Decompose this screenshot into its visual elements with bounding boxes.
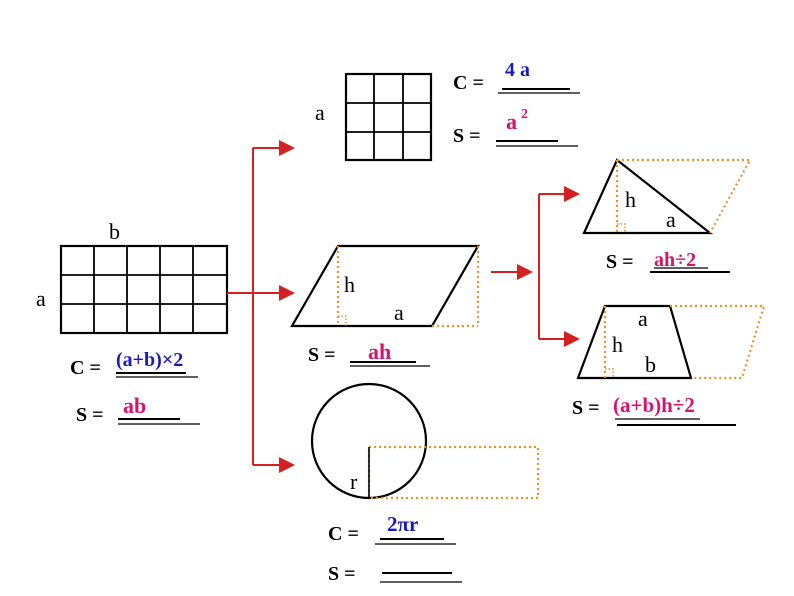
branch-arrows-left xyxy=(227,140,295,473)
trapezoid-shape xyxy=(576,304,693,380)
rectangle-side-a: a xyxy=(36,286,46,311)
square-grid xyxy=(346,74,431,160)
square-side-label: a xyxy=(315,100,325,125)
circle-perimeter-answer: 2πr xyxy=(387,512,418,536)
trapezoid-bottom-label: b xyxy=(645,352,656,377)
rectangle-side-b: b xyxy=(109,219,120,244)
rectangle-shape xyxy=(59,244,229,335)
circle-radius-label: r xyxy=(350,469,358,494)
trapezoid-height-label: h xyxy=(612,332,623,357)
circle-area-prefix: S = xyxy=(328,563,356,585)
trapezoid-area-answer: (a+b)h÷2 xyxy=(613,393,695,417)
parallelogram-area-prefix: S = xyxy=(308,344,336,366)
square-area-answer-exp: 2 xyxy=(521,107,528,122)
square-group: a C = 4 a S = a 2 xyxy=(315,59,580,162)
circle-rectangle-dotted xyxy=(367,445,540,500)
trapezoid-group: a h b S = (a+b)h÷2 xyxy=(572,304,766,426)
rectangle-area-answer: ab xyxy=(123,393,146,418)
rectangle-perimeter-answer: (a+b)×2 xyxy=(116,349,183,371)
triangle-area-answer: ah÷2 xyxy=(654,249,696,271)
parallelogram-shape xyxy=(290,244,480,328)
parallelogram-group: h a S = ah xyxy=(290,244,480,367)
square-area-answer-base: a xyxy=(506,109,517,134)
square-shape xyxy=(344,72,433,162)
rectangle-area-prefix: S = xyxy=(76,404,104,426)
rectangle-perimeter-prefix: C = xyxy=(70,357,101,379)
triangle-area-prefix: S = xyxy=(606,251,634,273)
parallelogram-area-answer: ah xyxy=(368,339,391,364)
trapezoid-top-label: a xyxy=(638,306,648,331)
square-perimeter-prefix: C = xyxy=(453,72,484,94)
triangle-group: h a S = ah÷2 xyxy=(582,158,752,273)
triangle-height-label: h xyxy=(625,187,636,212)
triangle-base-label: a xyxy=(666,207,676,232)
trapezoid-area-prefix: S = xyxy=(572,397,600,419)
circle-perimeter-prefix: C = xyxy=(328,523,359,545)
parallelogram-base-label: a xyxy=(394,300,404,325)
rectangle-grid xyxy=(61,246,227,333)
square-perimeter-answer: 4 a xyxy=(505,59,530,81)
branch-arrows-right xyxy=(491,186,580,347)
parallelogram-height-label: h xyxy=(344,272,355,297)
circle-group: r C = 2πr S = xyxy=(310,382,540,585)
triangle-shape xyxy=(582,158,714,235)
rectangle-group: b a C = (a+b)×2 S = ab xyxy=(36,219,229,426)
square-area-prefix: S = xyxy=(453,125,481,147)
